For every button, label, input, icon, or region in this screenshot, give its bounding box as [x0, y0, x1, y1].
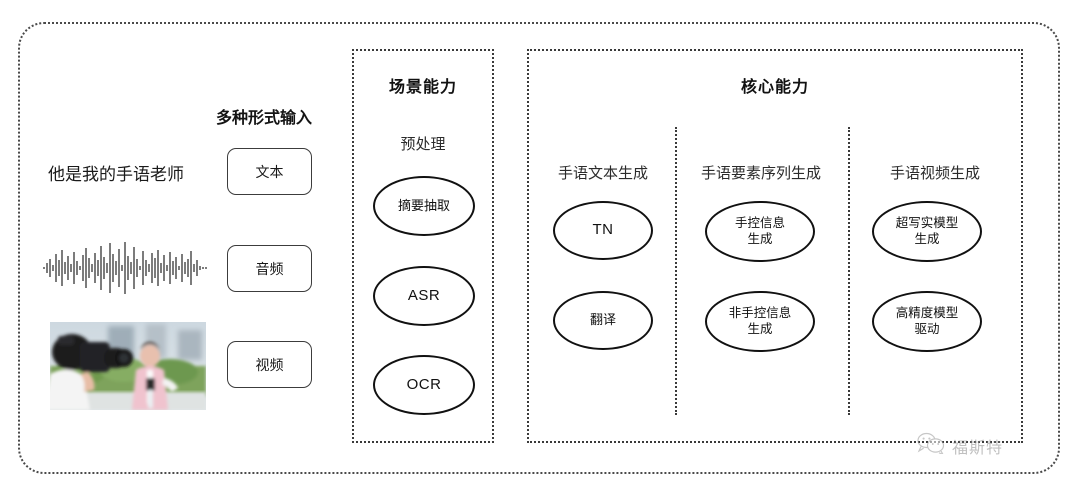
- input-section-heading: 多种形式输入: [216, 110, 313, 127]
- node-line-2: 生成: [747, 231, 773, 246]
- input-chip-audio[interactable]: 音频: [227, 245, 312, 292]
- core-node-non-manual-info-generation[interactable]: 非手控信息 生成: [705, 291, 815, 352]
- scene-group-label: 预处理: [400, 136, 446, 153]
- node-line-1: 非手控信息: [728, 305, 792, 320]
- video-thumbnail-photo: [50, 322, 206, 410]
- core-node-manual-info-generation[interactable]: 手控信息 生成: [705, 201, 815, 262]
- node-line-2: 驱动: [914, 321, 940, 336]
- core-column-heading-sign-text-generation: 手语文本生成: [557, 165, 648, 182]
- input-chip-text[interactable]: 文本: [227, 148, 312, 195]
- core-node-translation[interactable]: 翻译: [553, 291, 653, 350]
- scene-panel-title: 场景能力: [388, 79, 457, 96]
- core-column-heading-sign-element-sequence: 手语要素序列生成: [700, 165, 821, 182]
- scene-capability-panel: 场景能力 预处理 摘要抽取 ASR OCR: [352, 49, 494, 443]
- scene-node-asr[interactable]: ASR: [373, 266, 475, 326]
- node-line-1: 手控信息: [734, 215, 785, 230]
- node-line-2: 生成: [914, 231, 940, 246]
- sample-sentence-text: 他是我的手语老师: [48, 165, 184, 184]
- wechat-icon: [916, 432, 946, 459]
- scene-node-abstract-extraction[interactable]: 摘要抽取: [373, 176, 475, 236]
- node-line-1: 超写实模型: [895, 215, 959, 230]
- core-node-high-precision-model-driving[interactable]: 高精度模型 驱动: [872, 291, 982, 352]
- core-capability-panel: 核心能力 手语文本生成 TN 翻译 手语要素序列生成 手控信息 生成 非手控信息…: [527, 49, 1023, 443]
- outer-dotted-frame: [18, 22, 1060, 474]
- core-node-tn[interactable]: TN: [553, 201, 653, 260]
- watermark: 福斯特: [916, 432, 1003, 459]
- node-line-1: 高精度模型: [895, 305, 959, 320]
- core-column-divider-1: [675, 127, 677, 415]
- core-panel-title: 核心能力: [740, 79, 809, 96]
- input-chip-video[interactable]: 视频: [227, 341, 312, 388]
- audio-waveform: [42, 240, 208, 296]
- core-column-heading-sign-video-generation: 手语视频生成: [889, 165, 980, 182]
- core-column-divider-2: [848, 127, 850, 415]
- scene-node-ocr[interactable]: OCR: [373, 355, 475, 415]
- core-node-hyperrealistic-model-generation[interactable]: 超写实模型 生成: [872, 201, 982, 262]
- watermark-text: 福斯特: [952, 439, 1004, 457]
- node-line-2: 生成: [747, 321, 773, 336]
